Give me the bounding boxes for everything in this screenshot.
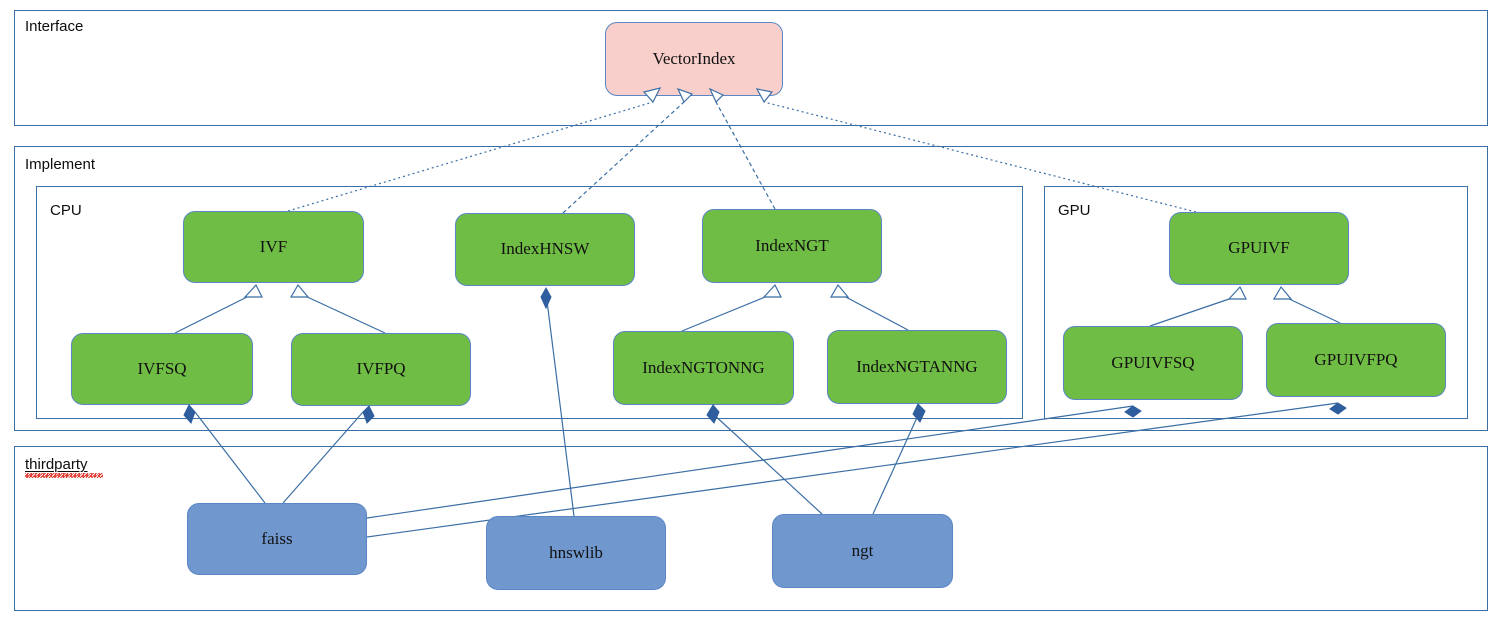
node-indexhnsw[interactable]: IndexHNSW [455,213,635,286]
node-gpuivf[interactable]: GPUIVF [1169,212,1349,285]
node-hnswlib[interactable]: hnswlib [486,516,666,590]
node-ivfsq[interactable]: IVFSQ [71,333,253,405]
package-gpu-label: GPU [1058,202,1091,219]
package-interface-label: Interface [25,18,84,35]
node-ngt[interactable]: ngt [772,514,953,588]
node-gpuivfsq[interactable]: GPUIVFSQ [1063,326,1243,400]
node-indexngtanng[interactable]: IndexNGTANNG [827,330,1007,404]
node-vectorindex[interactable]: VectorIndex [605,22,783,96]
package-cpu-label: CPU [50,202,82,219]
node-faiss[interactable]: faiss [187,503,367,575]
node-ivf[interactable]: IVF [183,211,364,283]
node-gpuivfpq[interactable]: GPUIVFPQ [1266,323,1446,397]
package-thirdparty-label: thirdparty [25,456,88,473]
node-ivfpq[interactable]: IVFPQ [291,333,471,406]
package-implement-label: Implement [25,156,96,173]
node-indexngt[interactable]: IndexNGT [702,209,882,283]
node-indexngtonng[interactable]: IndexNGTONNG [613,331,794,405]
